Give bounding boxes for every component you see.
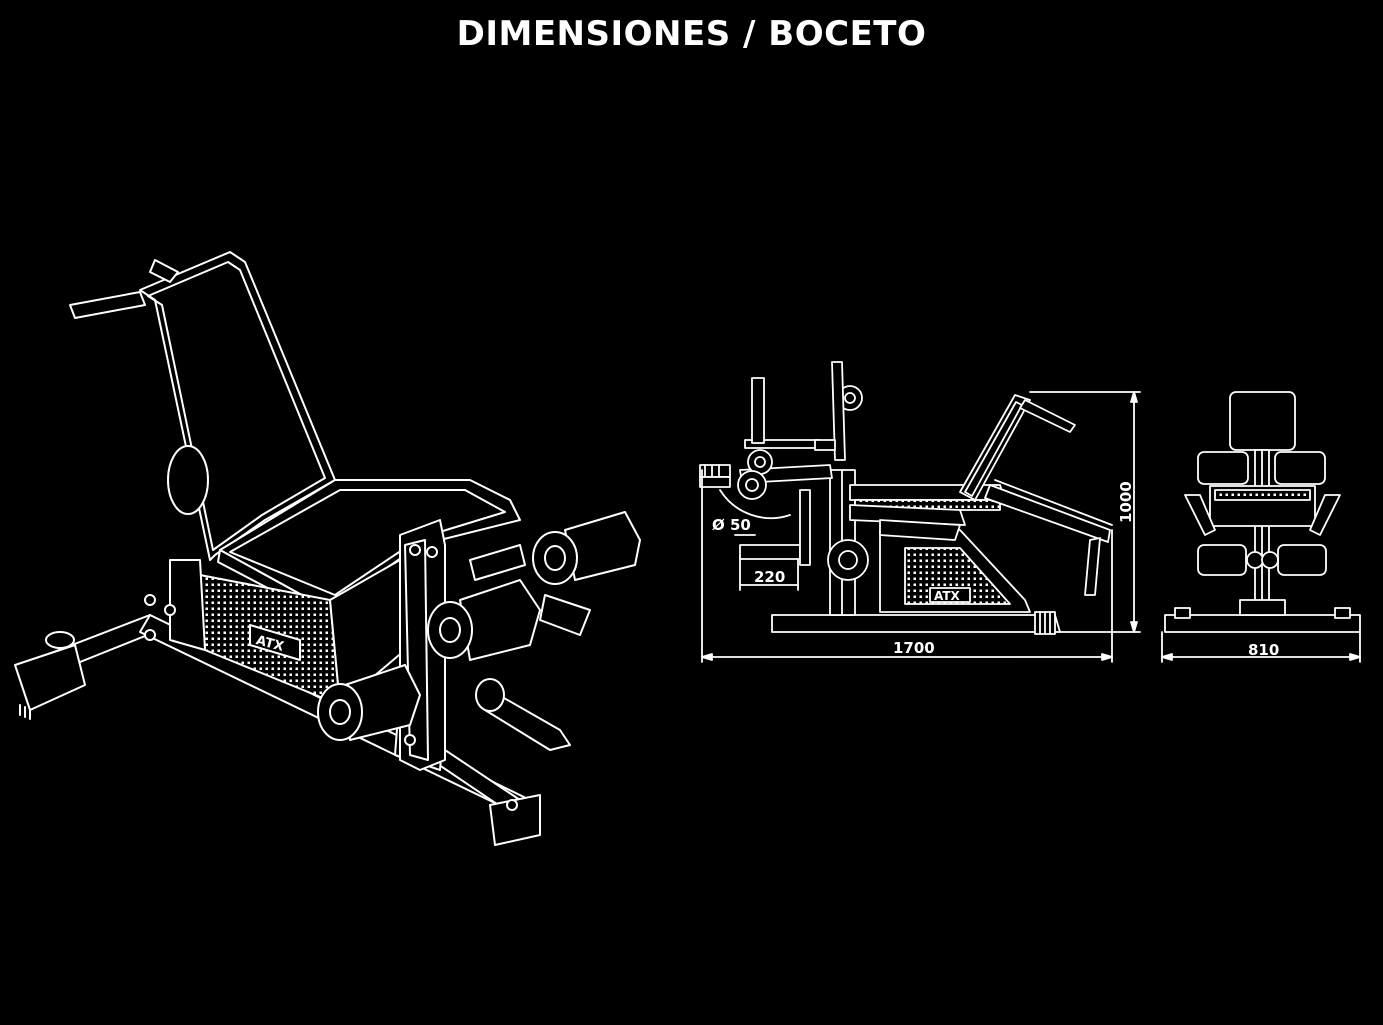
side-view: ATX xyxy=(699,361,1141,663)
dim-pad-length: 220 xyxy=(754,568,785,586)
iso-handles xyxy=(69,259,179,319)
dim-width: 810 xyxy=(1248,641,1279,659)
iso-backrest xyxy=(139,251,336,561)
side-brand-label: ATX xyxy=(934,589,961,603)
dim-height: 1000 xyxy=(1117,481,1135,523)
dim-diameter: Ø 50 xyxy=(712,516,751,534)
dim-length: 1700 xyxy=(893,639,935,657)
page-title: DIMENSIONES / BOCETO xyxy=(456,14,927,54)
iso-brand-label: ATX xyxy=(254,633,285,655)
iso-logo: ATX xyxy=(249,624,301,661)
isometric-view: ATX xyxy=(14,251,641,846)
front-view xyxy=(1161,391,1361,663)
iso-rollers xyxy=(317,511,641,751)
